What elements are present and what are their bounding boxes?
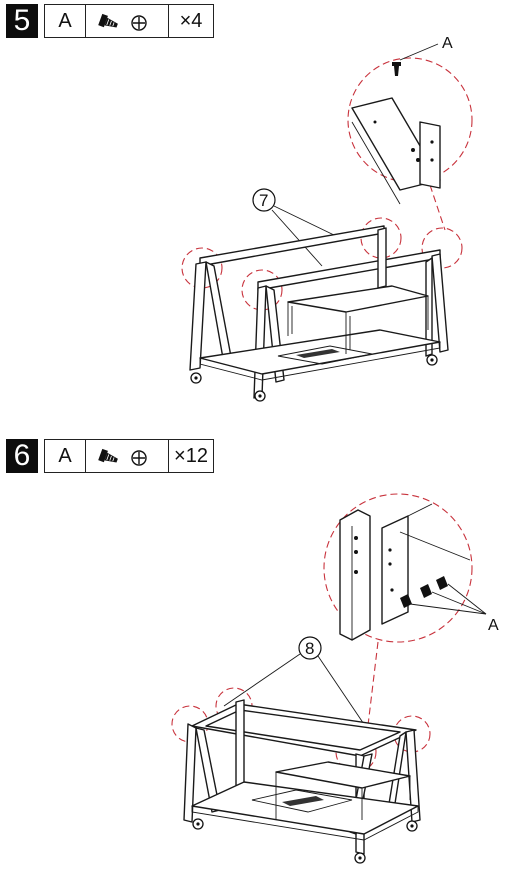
detail-circle [347,57,473,183]
cart-frame [183,699,421,864]
joint-highlight [181,247,223,289]
callout-a-leader [447,583,487,615]
item-leader-1 [223,653,301,707]
item-number-circle [298,636,322,660]
callout-a-label: A [488,617,499,634]
step-5-illustration: A 7 [181,35,473,402]
detail-leader [429,184,446,231]
item-leader-1 [273,205,337,237]
screw-icon [98,13,147,31]
item-number-circle [252,188,276,212]
screw-icon [98,448,147,466]
callout-a-label: A [442,35,453,52]
callout-a-leader [431,591,487,615]
part-letter: A [45,440,86,472]
detail-circle [323,493,473,643]
parts-table: A ×4 [44,4,214,38]
item-number-label: 8 [305,639,314,658]
screwdriver-cross-icon [131,450,147,466]
detail-leg-bracket [339,503,471,641]
screw-a-icon [400,576,448,608]
screwdriver-cross-icon [131,15,147,31]
fastener-cell [86,5,169,37]
detail-rail-bracket [351,97,441,205]
step-5-header: 5 A ×4 [6,4,214,38]
quantity: ×12 [174,444,208,467]
item-leader-2 [271,209,323,267]
step-6-illustration: A 8 [171,493,499,864]
quantity: ×4 [179,9,203,32]
part-letter: A [45,5,86,37]
joint-highlight [421,227,463,269]
joint-highlight [360,217,402,259]
item-number-label: 7 [259,191,268,210]
step-6-header: 6 A ×12 [6,439,214,473]
callout-a-leader [409,603,487,615]
callout-a-leader [399,43,439,61]
step-number-badge: 6 [6,439,38,473]
parts-table: A ×12 [44,439,214,473]
joint-highlight [241,269,283,311]
fastener-cell [86,440,169,472]
screw-a-icon [392,62,401,76]
cart-frame [189,225,449,402]
step-number-badge: 5 [6,4,38,38]
